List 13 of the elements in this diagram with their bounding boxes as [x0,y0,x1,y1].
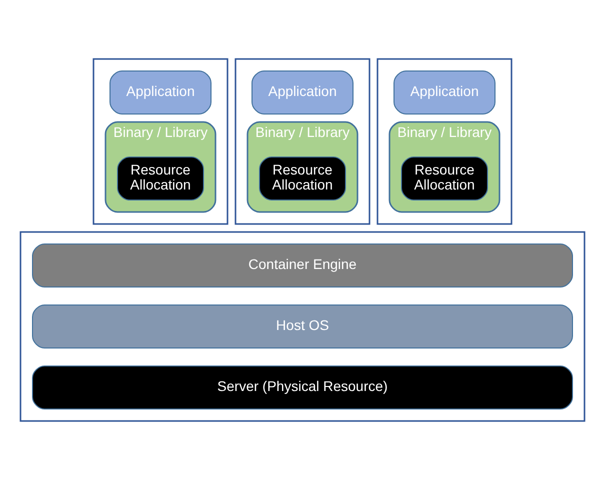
node-box: Resource Allocation [117,156,204,200]
cluster [92,58,228,225]
node-box: Resource Allocation [259,156,346,200]
node-box: Resource Allocation [401,156,488,200]
node-box: Application [110,70,212,114]
cluster [234,58,370,225]
cluster [20,231,586,422]
node-box: Application [252,70,354,114]
node-box: Application [394,70,496,114]
cluster [376,58,512,225]
node-box: Host OS [32,304,573,348]
node-box: Container Engine [32,244,573,288]
node-box: Server (Physical Resource) [32,366,573,410]
